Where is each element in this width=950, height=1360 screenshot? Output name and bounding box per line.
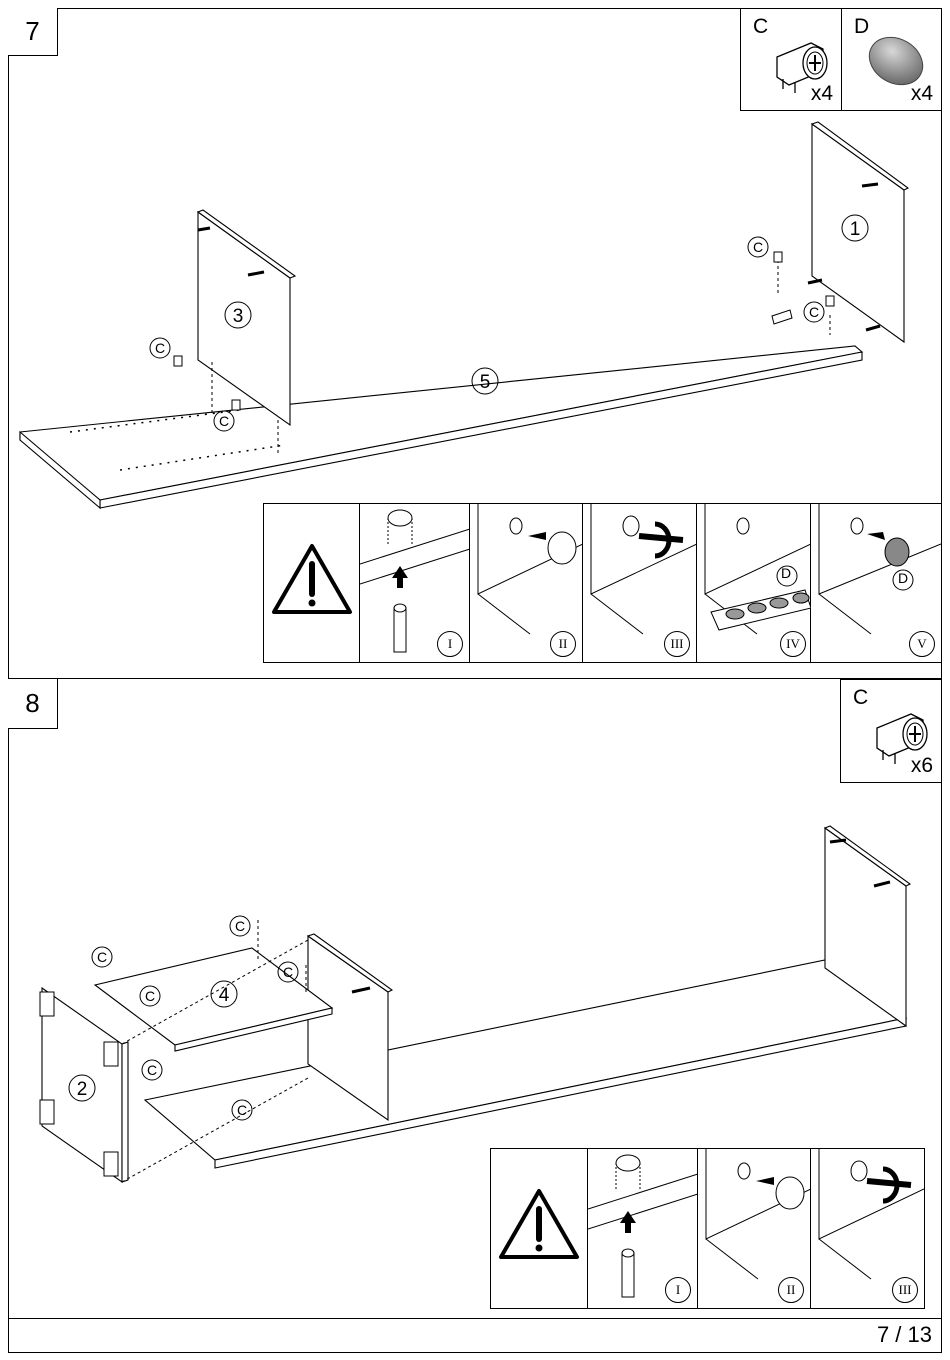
cam-label: C xyxy=(147,1062,157,1078)
step-8-substeps: I II III xyxy=(490,1148,925,1309)
substep-label: I xyxy=(437,631,463,657)
panel-label-5: 5 xyxy=(480,372,491,393)
cam-label: C xyxy=(235,918,245,934)
cam-label: C xyxy=(809,304,819,320)
cam-label: C xyxy=(283,964,293,980)
part-box-d: D x4 xyxy=(841,8,942,111)
step-7-assembly-drawing: 3 1 5 C C C C xyxy=(0,110,950,510)
substep-label: II xyxy=(778,1277,804,1303)
substep-iii: III xyxy=(583,504,697,662)
cam-label: C xyxy=(145,988,155,1004)
warning-cell xyxy=(264,504,360,662)
cam-label: C xyxy=(219,413,229,429)
substep-label: III xyxy=(892,1277,918,1303)
substep-label: V xyxy=(909,631,935,657)
substep-label: III xyxy=(664,631,690,657)
panel-label-3: 3 xyxy=(233,306,244,327)
substep-label: I xyxy=(665,1277,691,1303)
step-number-8: 8 xyxy=(8,679,58,729)
cap-label: D xyxy=(898,570,908,586)
step-divider xyxy=(8,678,942,679)
panel-label-2: 2 xyxy=(77,1079,88,1100)
substep-ii: II xyxy=(698,1149,811,1308)
panel-label-1: 1 xyxy=(850,219,861,240)
part-qty: x4 xyxy=(811,82,833,106)
substep-iv: IV D xyxy=(697,504,811,662)
substep-iii: III xyxy=(811,1149,924,1308)
substep-label: II xyxy=(550,631,576,657)
substep-ii: II xyxy=(470,504,583,662)
warning-icon xyxy=(491,1149,588,1308)
warning-cell xyxy=(491,1149,588,1308)
part-qty: x6 xyxy=(911,754,933,778)
part-box-c: C x4 xyxy=(740,8,842,111)
panel-4 xyxy=(95,948,332,1051)
step-7-substeps: I II III IV D xyxy=(263,503,942,663)
footer-divider xyxy=(8,1318,942,1319)
cam-label: C xyxy=(155,340,165,356)
panel-label-4: 4 xyxy=(219,985,230,1006)
part-box-c: C x6 xyxy=(840,679,942,783)
cam-label: C xyxy=(97,949,107,965)
warning-icon xyxy=(264,504,360,662)
substep-i: I xyxy=(360,504,470,662)
cam-label: C xyxy=(237,1102,247,1118)
substep-label: IV xyxy=(780,631,806,657)
cam-label: C xyxy=(753,239,763,255)
panel-5 xyxy=(20,346,862,508)
substep-v: V D xyxy=(811,504,941,662)
step-number-7: 7 xyxy=(8,8,58,56)
cap-label: D xyxy=(781,565,791,581)
substep-i: I xyxy=(588,1149,698,1308)
page-number: 7 / 13 xyxy=(877,1322,932,1348)
part-qty: x4 xyxy=(911,82,933,106)
panel-3 xyxy=(198,210,295,425)
step-8-assembly-drawing: 4 2 C C C C C C xyxy=(0,820,950,1190)
